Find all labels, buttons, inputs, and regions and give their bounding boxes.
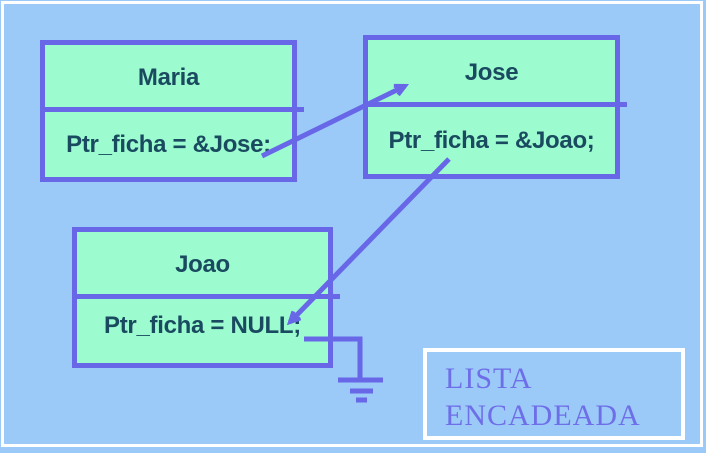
node-jose-pointer-field: Ptr_ficha = &Joao; (368, 107, 615, 174)
caption-line: ENCADEADA (445, 399, 641, 432)
node-pointer-label: Ptr_ficha = &Joao; (388, 126, 595, 154)
node-jose-title: Jose (368, 40, 615, 102)
node-joao-title: Joao (77, 232, 328, 294)
node-maria-pointer-field: Ptr_ficha = &Jose; (45, 112, 292, 177)
node-joao: Joao Ptr_ficha = NULL; (72, 227, 340, 368)
node-title-label: Maria (137, 64, 200, 91)
node-pointer-label: Ptr_ficha = NULL; (104, 312, 301, 339)
node-title-label: Joao (175, 251, 230, 278)
node-pointer-label: Ptr_ficha = &Jose; (66, 130, 271, 158)
node-jose: Jose Ptr_ficha = &Joao; (363, 35, 627, 179)
node-maria-title: Maria (45, 45, 292, 107)
caption-line: LISTA (445, 362, 533, 395)
node-divider (368, 102, 627, 107)
node-maria: Maria Ptr_ficha = &Jose; (40, 40, 304, 182)
node-divider (45, 107, 304, 112)
node-joao-pointer-field: Ptr_ficha = NULL; (77, 299, 328, 363)
node-divider (77, 294, 340, 299)
node-title-label: Jose (464, 59, 519, 86)
caption-lista-encadeada: LISTA ENCADEADA (423, 348, 685, 440)
